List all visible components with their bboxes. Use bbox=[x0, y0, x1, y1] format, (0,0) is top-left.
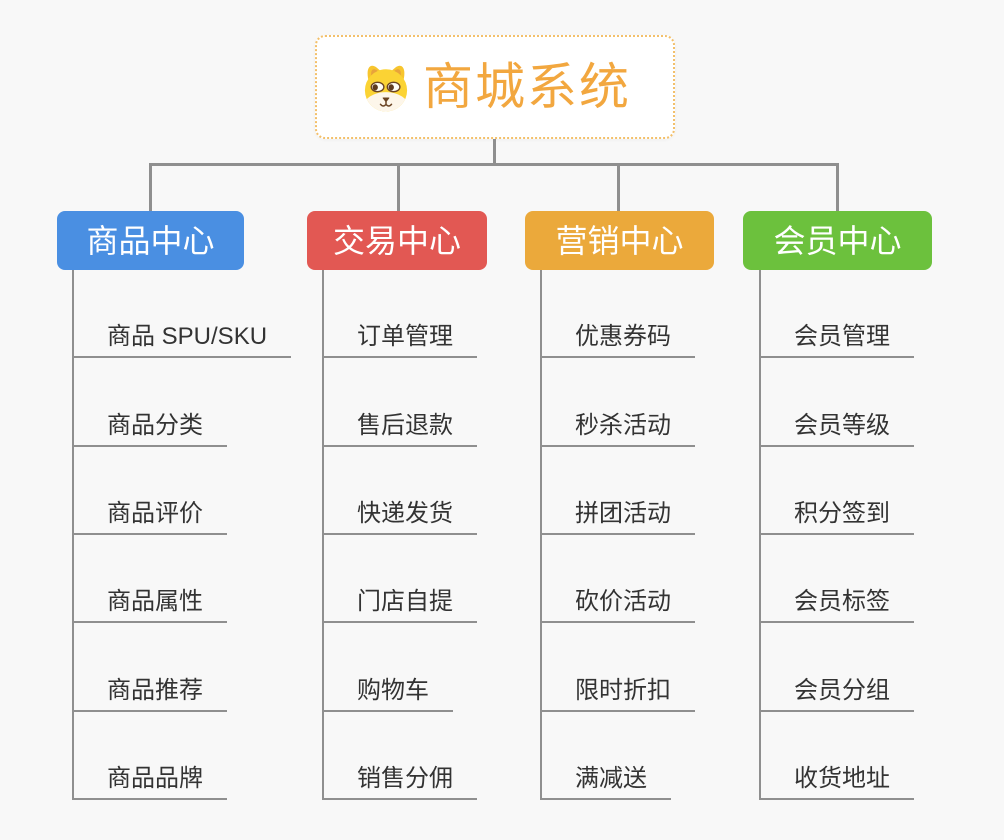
leaf-row: 商品推荐 bbox=[74, 623, 291, 712]
leaf-node-bargain[interactable]: 砍价活动 bbox=[542, 590, 695, 624]
leaf-row: 快递发货 bbox=[324, 447, 477, 535]
leaf-node-limited-discount[interactable]: 限时折扣 bbox=[542, 678, 695, 712]
leaf-node-member-management[interactable]: 会员管理 bbox=[761, 325, 914, 359]
leaf-row: 限时折扣 bbox=[542, 623, 695, 712]
leaf-node-shipping-address[interactable]: 收货地址 bbox=[761, 766, 914, 800]
leaf-row: 购物车 bbox=[324, 623, 477, 712]
leaf-node-product-recommend[interactable]: 商品推荐 bbox=[74, 678, 227, 712]
leaf-row: 收货地址 bbox=[761, 712, 914, 800]
branch-node-marketing-center[interactable]: 营销中心 bbox=[525, 211, 714, 270]
leaf-node-product-attribute[interactable]: 商品属性 bbox=[74, 590, 227, 624]
leaf-row: 满减送 bbox=[542, 712, 695, 800]
leaf-node-member-group[interactable]: 会员分组 bbox=[761, 678, 914, 712]
leaf-row: 商品 SPU/SKU bbox=[74, 270, 292, 359]
root-node[interactable]: 商城系统 bbox=[315, 35, 675, 139]
connector-drop-member bbox=[836, 163, 839, 211]
leaf-node-flash-sale[interactable]: 秒杀活动 bbox=[542, 413, 695, 447]
connector-horizontal-rail bbox=[149, 163, 839, 166]
leaf-node-express-delivery[interactable]: 快递发货 bbox=[324, 501, 477, 535]
dog-icon bbox=[359, 60, 413, 114]
leaf-node-sales-commission[interactable]: 销售分佣 bbox=[324, 766, 477, 800]
branch-children-trade: 订单管理 售后退款 快递发货 门店自提 购物车 销售分佣 bbox=[322, 270, 477, 800]
leaf-node-store-pickup[interactable]: 门店自提 bbox=[324, 590, 477, 624]
leaf-row: 商品属性 bbox=[74, 535, 291, 624]
leaf-node-coupon-code[interactable]: 优惠券码 bbox=[542, 325, 695, 359]
branch-children-member: 会员管理 会员等级 积分签到 会员标签 会员分组 收货地址 bbox=[759, 270, 914, 800]
leaf-node-order-management[interactable]: 订单管理 bbox=[324, 325, 477, 359]
leaf-node-member-tag[interactable]: 会员标签 bbox=[761, 590, 914, 624]
leaf-node-product-review[interactable]: 商品评价 bbox=[74, 501, 227, 535]
connector-drop-marketing bbox=[617, 163, 620, 211]
leaf-row: 商品分类 bbox=[74, 358, 291, 447]
leaf-row: 拼团活动 bbox=[542, 447, 695, 535]
connector-drop-product bbox=[149, 163, 152, 211]
leaf-node-product-spu-sku[interactable]: 商品 SPU/SKU bbox=[74, 325, 292, 359]
leaf-node-member-level[interactable]: 会员等级 bbox=[761, 413, 914, 447]
branch-node-trade-center[interactable]: 交易中心 bbox=[307, 211, 487, 270]
leaf-node-product-category[interactable]: 商品分类 bbox=[74, 413, 227, 447]
leaf-node-group-buy[interactable]: 拼团活动 bbox=[542, 501, 695, 535]
connector-root-drop bbox=[493, 139, 496, 163]
leaf-row: 会员等级 bbox=[761, 358, 914, 447]
leaf-row: 门店自提 bbox=[324, 535, 477, 624]
branch-children-product: 商品 SPU/SKU 商品分类 商品评价 商品属性 商品推荐 商品品牌 bbox=[72, 270, 292, 800]
connector-drop-trade bbox=[397, 163, 400, 211]
leaf-node-points-checkin[interactable]: 积分签到 bbox=[761, 501, 914, 535]
leaf-row: 积分签到 bbox=[761, 447, 914, 535]
branch-node-member-center[interactable]: 会员中心 bbox=[743, 211, 932, 270]
leaf-row: 订单管理 bbox=[324, 270, 477, 359]
branch-children-marketing: 优惠券码 秒杀活动 拼团活动 砍价活动 限时折扣 满减送 bbox=[540, 270, 695, 800]
leaf-row: 商品品牌 bbox=[74, 712, 291, 800]
leaf-node-full-reduction[interactable]: 满减送 bbox=[542, 766, 671, 800]
leaf-row: 销售分佣 bbox=[324, 712, 477, 800]
leaf-row: 售后退款 bbox=[324, 358, 477, 447]
leaf-row: 会员分组 bbox=[761, 623, 914, 712]
leaf-row: 砍价活动 bbox=[542, 535, 695, 624]
root-label: 商城系统 bbox=[423, 59, 631, 115]
leaf-row: 秒杀活动 bbox=[542, 358, 695, 447]
leaf-row: 会员标签 bbox=[761, 535, 914, 624]
leaf-node-product-brand[interactable]: 商品品牌 bbox=[74, 766, 227, 800]
leaf-row: 优惠券码 bbox=[542, 270, 695, 359]
leaf-row: 会员管理 bbox=[761, 270, 914, 359]
leaf-node-shopping-cart[interactable]: 购物车 bbox=[324, 678, 453, 712]
leaf-row: 商品评价 bbox=[74, 447, 291, 535]
branch-node-product-center[interactable]: 商品中心 bbox=[57, 211, 244, 270]
leaf-node-after-sale-refund[interactable]: 售后退款 bbox=[324, 413, 477, 447]
